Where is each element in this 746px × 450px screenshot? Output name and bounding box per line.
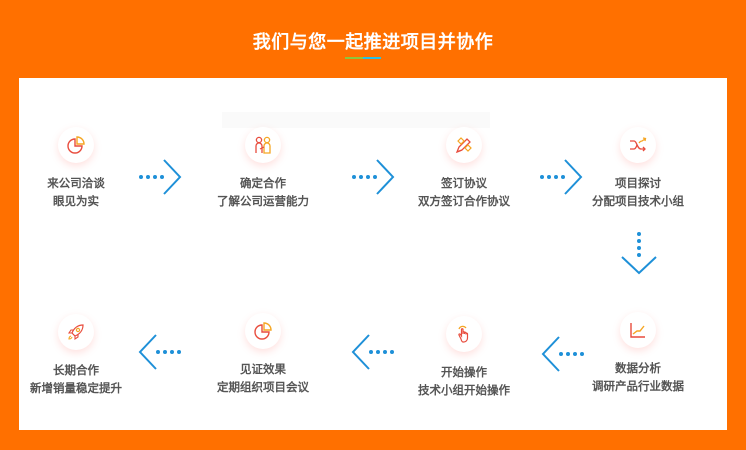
- rocket-icon: [67, 324, 84, 341]
- underline-blue: [363, 57, 381, 59]
- step-8-title: 长期合作: [53, 363, 99, 377]
- process-panel: 来公司洽谈 眼见为实 确定合作 了解公司运营能力 签订协议 双: [19, 78, 727, 430]
- shuffle-icon: [630, 137, 647, 152]
- step-8-icon-circle: [58, 314, 94, 350]
- decorative-band: [222, 112, 490, 128]
- step-5-icon-circle: [620, 312, 656, 348]
- hand-pointer-icon: [458, 325, 469, 343]
- pie-chart-icon: [67, 136, 85, 154]
- step-7-desc: 定期组织项目会议: [217, 380, 309, 394]
- arrow-right-2: [351, 158, 397, 196]
- step-6-icon-circle: [446, 316, 482, 352]
- step-3-icon-circle: [446, 127, 482, 163]
- arrow-left-2: [349, 333, 395, 371]
- step-8-desc: 新增销量稳定提升: [30, 381, 122, 395]
- arrow-left-3: [136, 333, 182, 371]
- step-1-icon-circle: [58, 127, 94, 163]
- arrow-left-1: [539, 335, 585, 373]
- step-5-title: 数据分析: [615, 361, 661, 375]
- step-4-desc: 分配项目技术小组: [592, 194, 684, 208]
- step-4-icon-circle: [620, 127, 656, 163]
- step-7-title: 见证效果: [240, 362, 286, 376]
- arrow-right-1: [138, 158, 184, 196]
- step-1-title: 来公司洽谈: [47, 176, 105, 190]
- step-1-desc: 眼见为实: [53, 194, 99, 208]
- title-underline: [345, 57, 381, 59]
- arrow-right-3: [539, 158, 585, 196]
- step-2-desc: 了解公司运营能力: [217, 194, 309, 208]
- pencil-icon: [455, 137, 472, 154]
- line-chart-icon: [630, 323, 645, 338]
- step-6-title: 开始操作: [441, 365, 487, 379]
- step-5-desc: 调研产品行业数据: [592, 379, 684, 393]
- step-3-title: 签订协议: [441, 176, 487, 190]
- underline-green: [345, 57, 363, 59]
- step-2-icon-circle: [245, 127, 281, 163]
- step-7-icon-circle: [245, 313, 281, 349]
- page-title: 我们与您一起推进项目并协作: [252, 32, 494, 53]
- step-3-desc: 双方签订合作协议: [418, 194, 510, 208]
- pie-chart-icon: [254, 322, 272, 340]
- arrow-down: [619, 231, 659, 275]
- step-6-desc: 技术小组开始操作: [418, 383, 510, 397]
- step-4-title: 项目探讨: [615, 176, 661, 190]
- people-icon: [255, 136, 271, 154]
- step-2-title: 确定合作: [240, 176, 286, 190]
